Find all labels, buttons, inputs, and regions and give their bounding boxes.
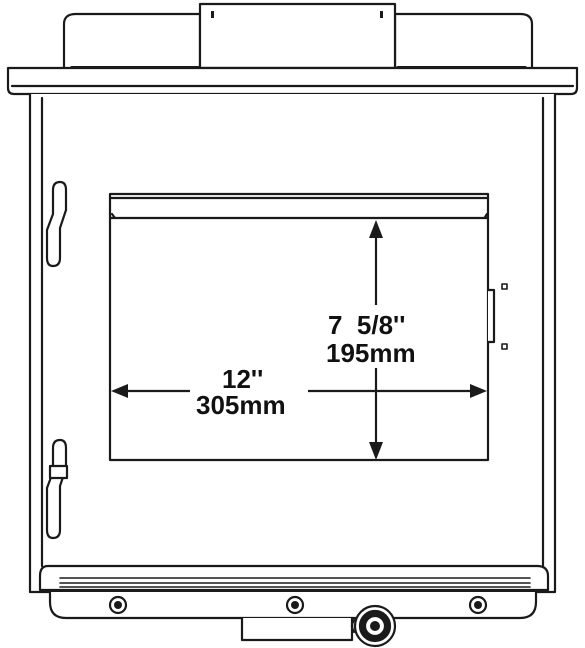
glass-window	[108, 216, 490, 462]
arrow-right-icon	[470, 384, 487, 398]
air-control-slider	[240, 616, 354, 642]
width-metric-label: 305mm	[196, 390, 286, 420]
width-imperial-label: 12''	[222, 364, 263, 394]
door-latch	[486, 283, 508, 350]
height-imperial-label: 7 5/8''	[328, 310, 405, 340]
arrow-up-icon	[369, 220, 383, 238]
height-metric-label: 195mm	[326, 338, 416, 368]
plinth-bolt-center	[285, 595, 305, 615]
arrow-down-icon	[369, 442, 383, 460]
hinge-upper	[45, 180, 68, 268]
hinge-lower	[45, 438, 69, 540]
plinth-bolt-left	[108, 595, 128, 615]
plinth-bolt-right	[468, 595, 488, 615]
base-lip	[38, 564, 550, 592]
air-control-knob	[350, 604, 397, 648]
top-plate	[6, 66, 579, 96]
arrow-left-icon	[111, 384, 128, 398]
flue-collar	[198, 2, 397, 70]
